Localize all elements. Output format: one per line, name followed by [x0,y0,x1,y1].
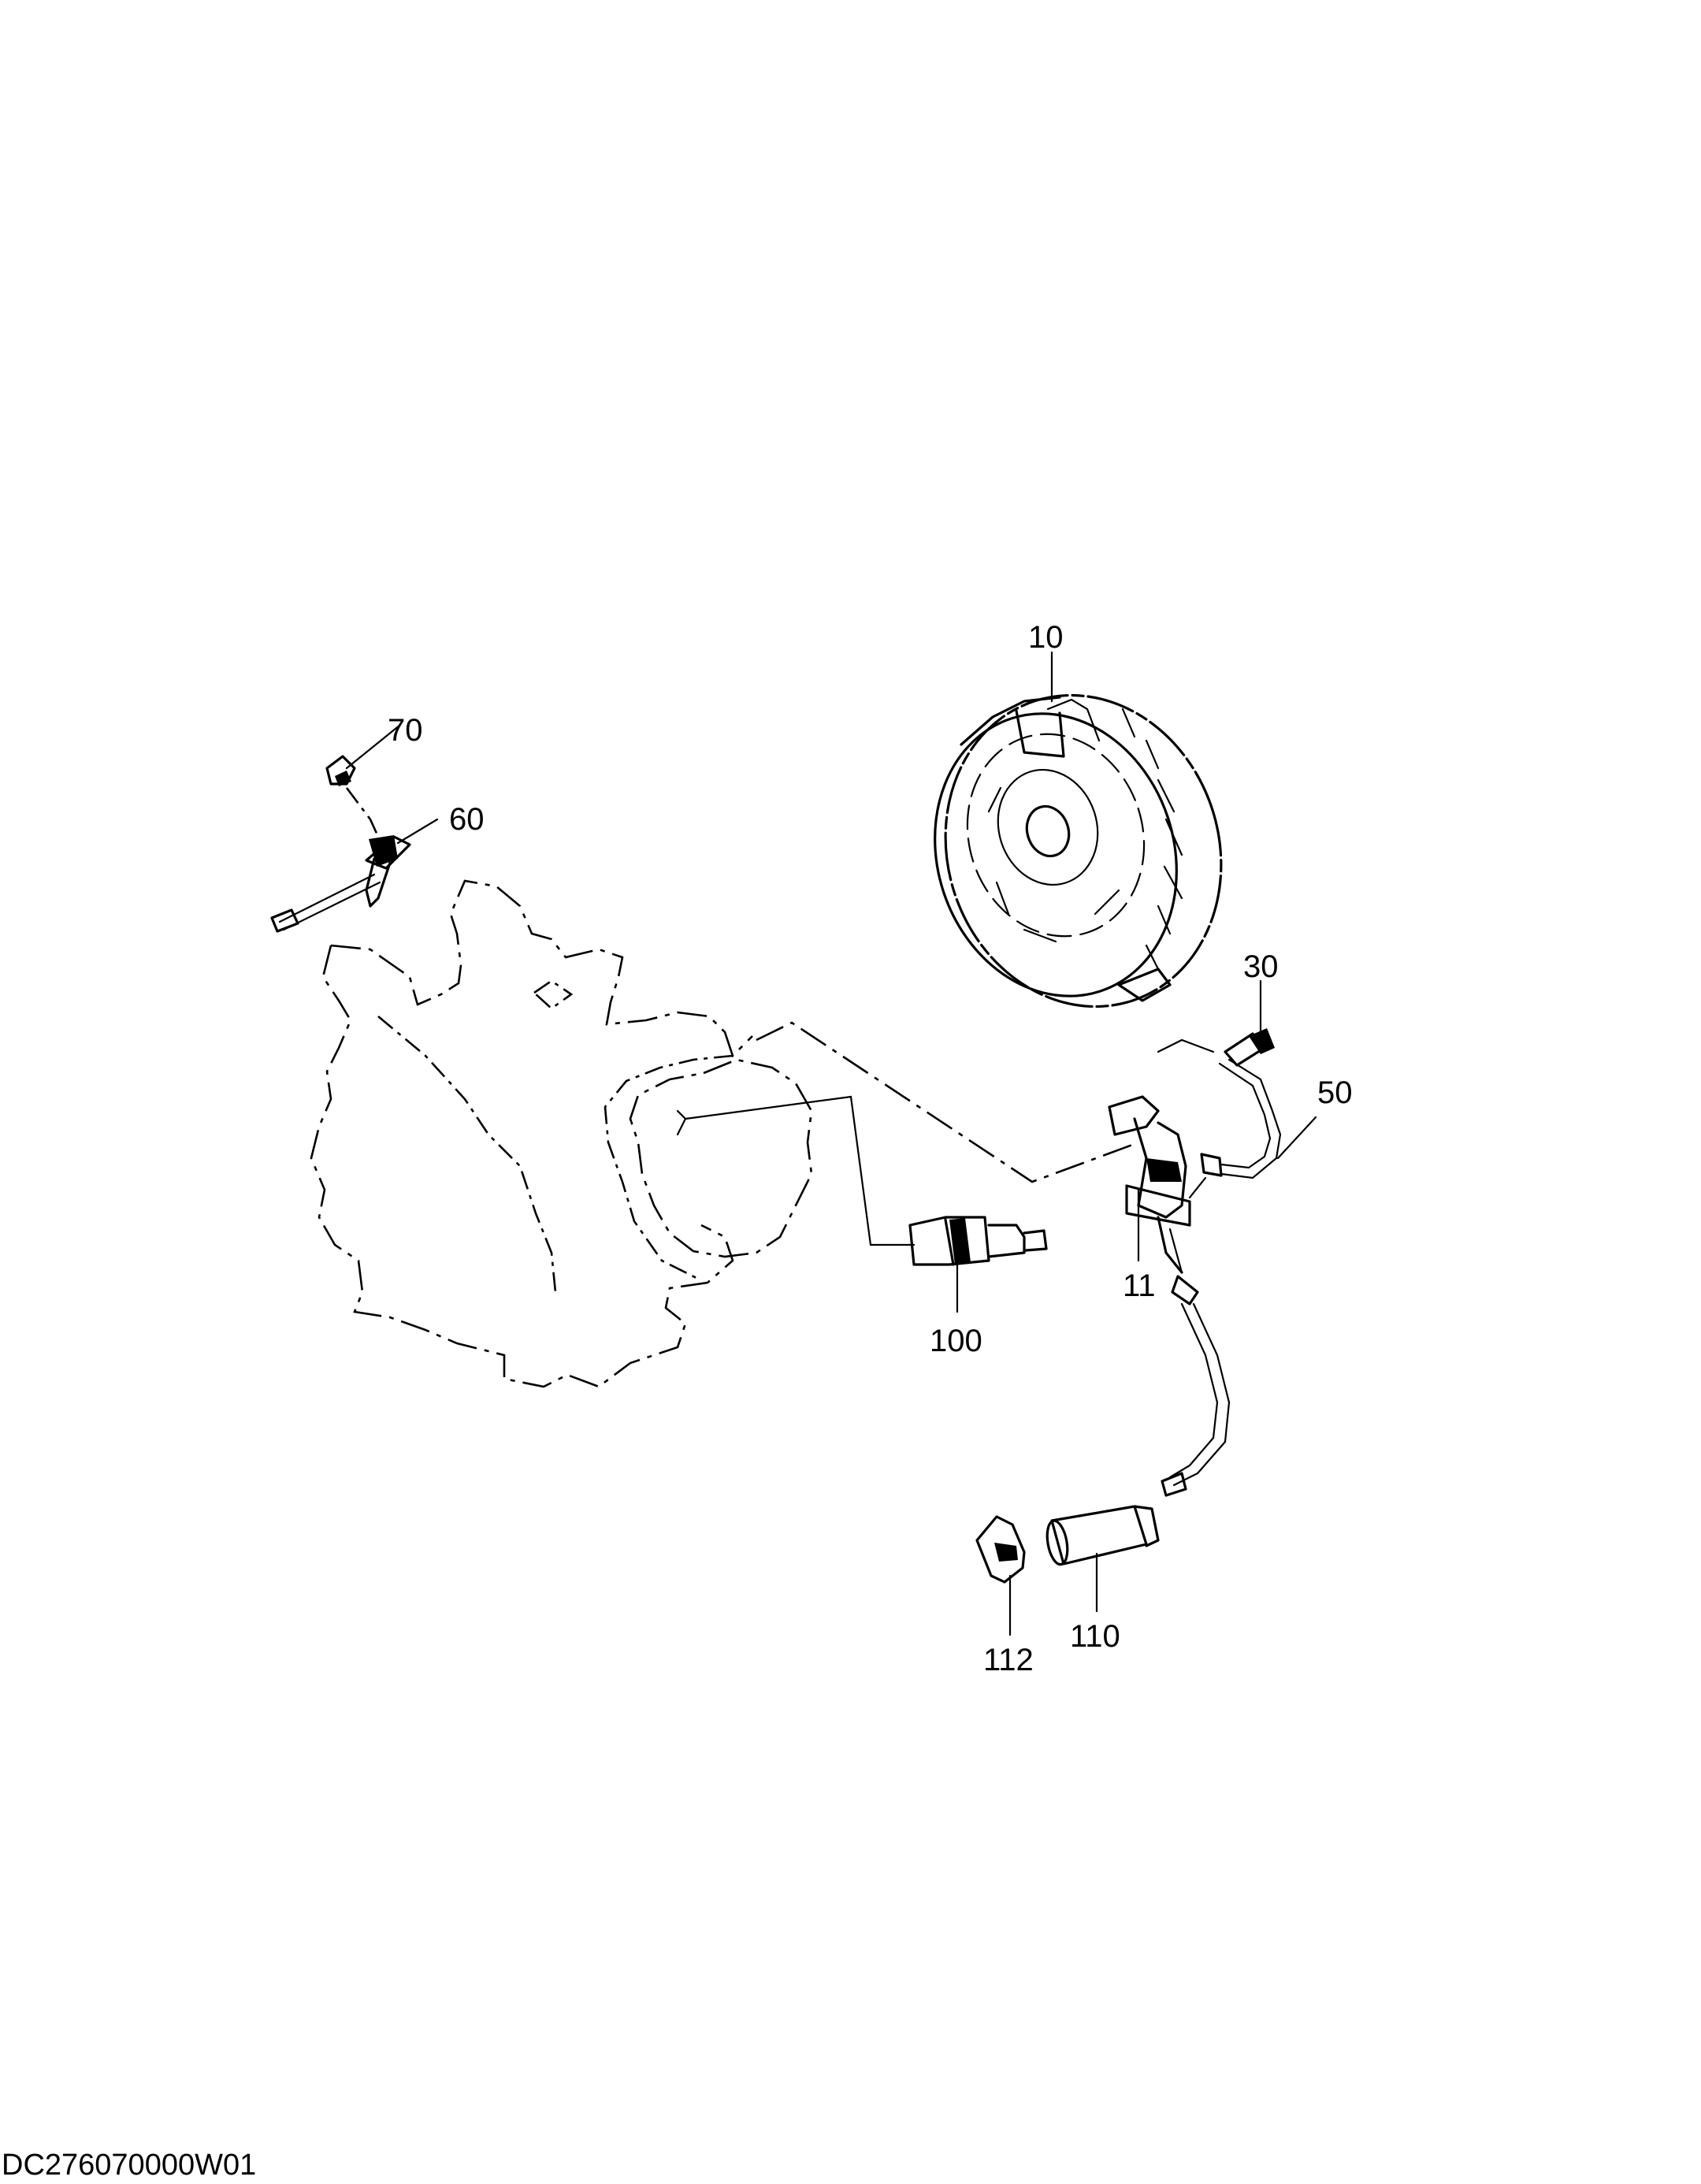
callout-label-100: 100 [930,1324,982,1358]
sensor-assembly-part-11 [1108,1058,1282,1497]
callout-label-11: 11 [1123,1268,1156,1303]
callout-leaders [345,651,1317,1636]
connection-line-11 [756,1021,1135,1183]
callout-label-30: 30 [1243,949,1279,984]
callout-label-10: 10 [1028,620,1064,655]
sleeve-part-110 [1045,1505,1160,1566]
sensor-part-60 [270,835,411,933]
connector-part-30 [1157,1028,1275,1067]
seal-part-112 [975,1515,1026,1584]
drawing-code: DC276070000W01 [2,2149,256,2182]
sensor-part-100 [908,1216,1048,1266]
callout-label-60: 60 [449,802,485,837]
connection-line-100 [684,1095,915,1246]
flywheel-part-10 [934,693,1223,1008]
callout-label-50: 50 [1317,1075,1353,1110]
callout-label-70: 70 [388,713,423,748]
callout-label-112: 112 [983,1643,1034,1677]
bolt-part-70 [325,755,380,838]
callout-label-110: 110 [1070,1619,1120,1654]
transmission-housing [310,879,813,1388]
